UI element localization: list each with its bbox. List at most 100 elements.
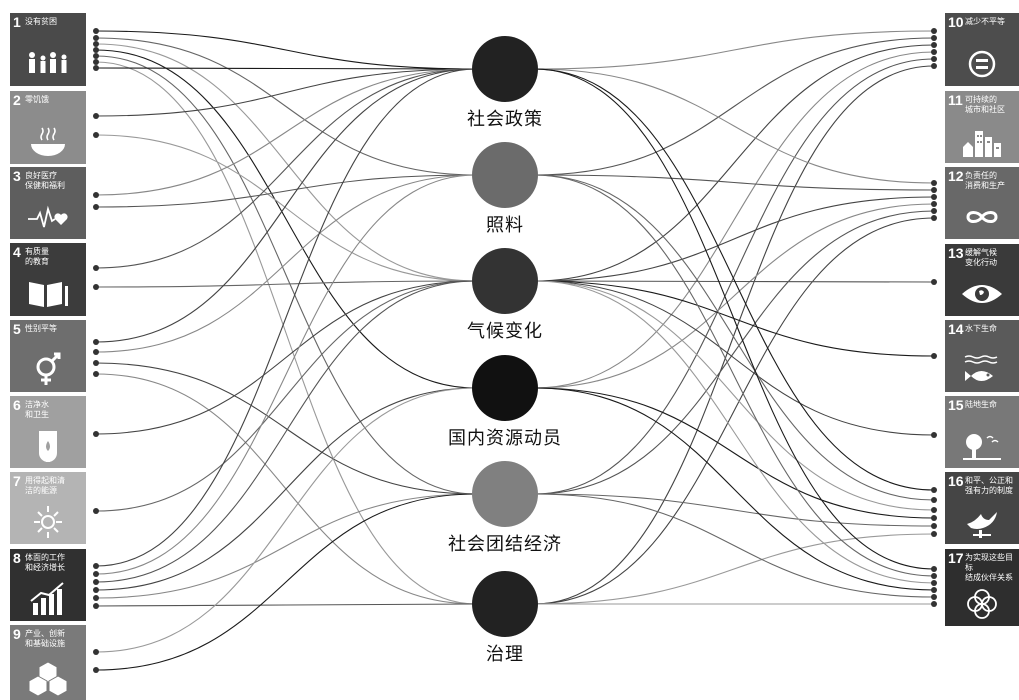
goal-label: 和平、公正和 强有力的制度 — [965, 476, 1013, 495]
connector-dot — [93, 649, 99, 655]
connector-dot — [931, 194, 937, 200]
connector-dot — [93, 603, 99, 609]
goal-number: 11 — [948, 92, 963, 108]
connector-dot — [931, 49, 937, 55]
connection-line — [533, 68, 935, 570]
cubes-icon — [10, 658, 86, 698]
connector-dot — [93, 360, 99, 366]
connector-dot — [931, 35, 937, 41]
connection-line — [95, 67, 477, 70]
connector-dot — [93, 265, 99, 271]
connector-dot — [93, 113, 99, 119]
connection-line — [533, 44, 935, 282]
goal-number: 6 — [13, 397, 21, 413]
goal-number: 16 — [948, 473, 964, 489]
connector-dot — [93, 431, 99, 437]
connector-dot — [931, 279, 937, 285]
connector-dot — [93, 667, 99, 673]
goal-number: 4 — [13, 244, 21, 260]
sdg-goal-2-tile: 2 零饥饿 — [10, 91, 86, 164]
connector-dot — [93, 59, 99, 65]
connector-dots — [93, 28, 937, 673]
connection-line — [533, 533, 935, 605]
connection-line — [95, 603, 477, 607]
connection-line — [95, 43, 477, 282]
goal-label: 洁净水 和卫生 — [25, 400, 49, 419]
goal-label: 用得起和清 洁的能源 — [25, 476, 65, 495]
connector-dot — [931, 28, 937, 34]
connection-line — [533, 30, 935, 70]
connection-line — [533, 387, 935, 591]
hub-node — [472, 142, 538, 208]
hub-node — [472, 36, 538, 102]
goal-number: 14 — [948, 321, 964, 337]
goal-number: 5 — [13, 321, 21, 337]
connector-dot — [931, 594, 937, 600]
connection-line — [95, 68, 477, 567]
equal-icon — [945, 44, 1019, 84]
connector-dot — [93, 587, 99, 593]
sun-icon — [10, 502, 86, 542]
connection-line — [95, 68, 477, 117]
goal-label: 为实现这些目标 结成伙伴关系 — [965, 553, 1013, 582]
connection-line — [533, 174, 935, 501]
connection-line — [95, 280, 477, 512]
goal-number: 15 — [948, 397, 964, 413]
hub-label: 照料 — [486, 215, 524, 236]
connection-line — [533, 196, 935, 282]
goal-label: 产业、创新 和基础设施 — [25, 629, 65, 648]
hub-label: 气候变化 — [467, 321, 543, 342]
goal-number: 1 — [13, 14, 21, 30]
connector-dot — [93, 563, 99, 569]
connection-line — [95, 68, 477, 269]
connection-line — [95, 174, 477, 575]
connector-dot — [931, 215, 937, 221]
goal-label: 缓解气候 变化行动 — [965, 248, 997, 267]
connection-line — [533, 493, 935, 527]
goal-number: 12 — [948, 168, 964, 184]
hub-node — [472, 571, 538, 637]
hub-label: 治理 — [486, 644, 524, 665]
connection-line — [533, 68, 935, 491]
infinity-icon — [945, 197, 1019, 237]
fish-icon — [945, 350, 1019, 390]
connector-dot — [931, 566, 937, 572]
connector-dot — [931, 531, 937, 537]
growth-chart-icon — [10, 579, 86, 619]
connector-dot — [93, 28, 99, 34]
goal-label: 零饥饿 — [25, 95, 49, 104]
gender-icon — [10, 350, 86, 390]
hub-label: 社会政策 — [467, 109, 543, 130]
heartbeat-icon — [10, 197, 86, 237]
hub-node — [472, 248, 538, 314]
connector-dot — [93, 371, 99, 377]
connector-dot — [93, 192, 99, 198]
connection-line — [95, 37, 477, 176]
goal-label: 陆地生命 — [965, 400, 997, 409]
connection-line — [95, 387, 477, 591]
connection-line — [533, 58, 935, 495]
goal-label: 负责任的 消费和生产 — [965, 171, 1005, 190]
goal-number: 9 — [13, 626, 21, 642]
connection-line — [533, 280, 935, 584]
connection-line — [95, 174, 477, 353]
connection-line — [95, 493, 477, 599]
connector-dot — [93, 284, 99, 290]
connector-dot — [931, 580, 937, 586]
connection-lines — [95, 30, 935, 671]
connector-dot — [931, 432, 937, 438]
hub-node — [472, 355, 538, 421]
connection-line — [533, 203, 935, 389]
connection-line — [533, 51, 935, 389]
goal-number: 2 — [13, 92, 21, 108]
